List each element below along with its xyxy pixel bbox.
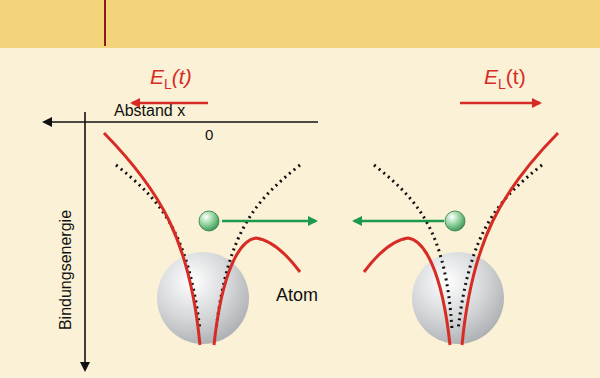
header-band [0,0,600,48]
atom-sphere [157,252,249,344]
field-symbol: E [484,65,498,88]
unperturbed-potential [116,165,200,330]
field-subscript: L [164,76,172,92]
field-label: EL(t) [150,66,192,87]
header-mark [104,0,106,46]
axis-tick: 0 [205,127,213,142]
tunnel-arrow [354,220,444,223]
axis-label: Abstand x [114,103,185,119]
atom-sphere [412,252,504,344]
energy-axis [84,112,86,370]
axis-label: Bindungsenergie [58,210,74,330]
field-argument: (t) [172,65,192,88]
field-subscript: L [498,76,506,92]
unperturbed-potential [216,165,300,330]
unperturbed-potential [458,165,542,330]
atom-label: Atom [276,286,318,304]
field-label: EL(t) [484,66,526,87]
tilted-potential [104,133,200,345]
tilted-potential [364,238,450,345]
electron [445,211,465,231]
field-argument: (t) [506,65,526,88]
field-symbol: E [150,65,164,88]
field-arrow [460,102,540,105]
electron [199,211,219,231]
tunnel-arrow [222,220,316,223]
tilted-potential [462,133,558,345]
